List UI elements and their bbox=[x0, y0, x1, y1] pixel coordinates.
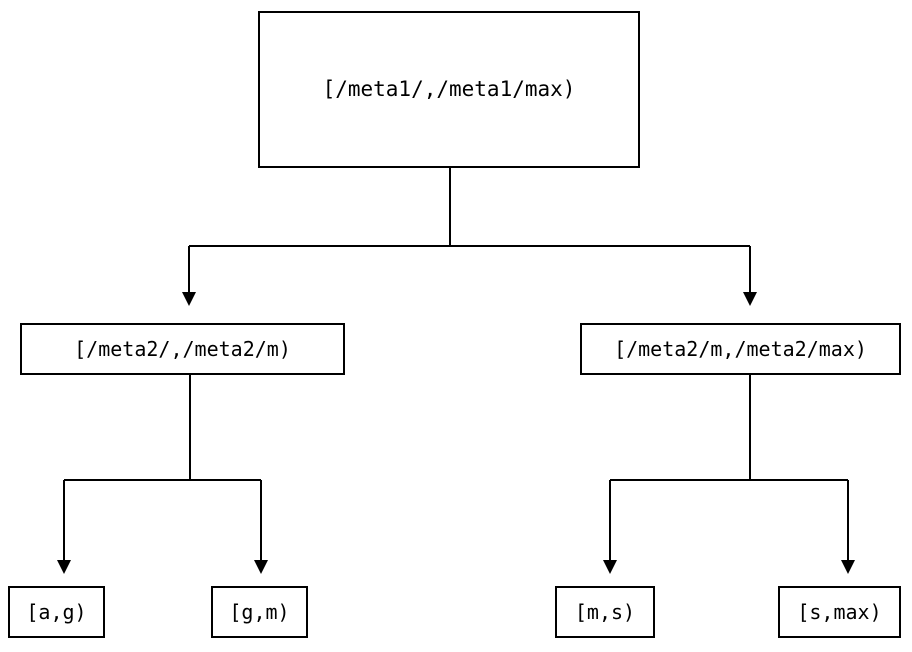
node-mid-left: [/meta2/,/meta2/m) bbox=[20, 323, 345, 375]
node-leaf-s-max-label: [s,max) bbox=[797, 600, 882, 624]
node-mid-left-label: [/meta2/,/meta2/m) bbox=[74, 337, 291, 361]
node-leaf-s-max: [s,max) bbox=[778, 586, 901, 638]
node-root: [/meta1/,/meta1/max) bbox=[258, 11, 640, 168]
node-leaf-m-s: [m,s) bbox=[555, 586, 655, 638]
arrowhead-leaf-m-s bbox=[603, 560, 617, 574]
arrowhead-leaf-g-m bbox=[254, 560, 268, 574]
node-mid-right: [/meta2/m,/meta2/max) bbox=[580, 323, 901, 375]
arrowhead-mid-left bbox=[182, 292, 196, 306]
arrowhead-leaf-s-max bbox=[841, 560, 855, 574]
node-leaf-g-m: [g,m) bbox=[211, 586, 308, 638]
arrowhead-mid-right bbox=[743, 292, 757, 306]
arrowhead-leaf-a-g bbox=[57, 560, 71, 574]
node-leaf-g-m-label: [g,m) bbox=[229, 600, 290, 624]
node-leaf-a-g: [a,g) bbox=[8, 586, 105, 638]
node-mid-right-label: [/meta2/m,/meta2/max) bbox=[614, 337, 867, 361]
node-leaf-a-g-label: [a,g) bbox=[26, 600, 87, 624]
node-leaf-m-s-label: [m,s) bbox=[574, 600, 636, 624]
node-root-label: [/meta1/,/meta1/max) bbox=[322, 77, 576, 101]
